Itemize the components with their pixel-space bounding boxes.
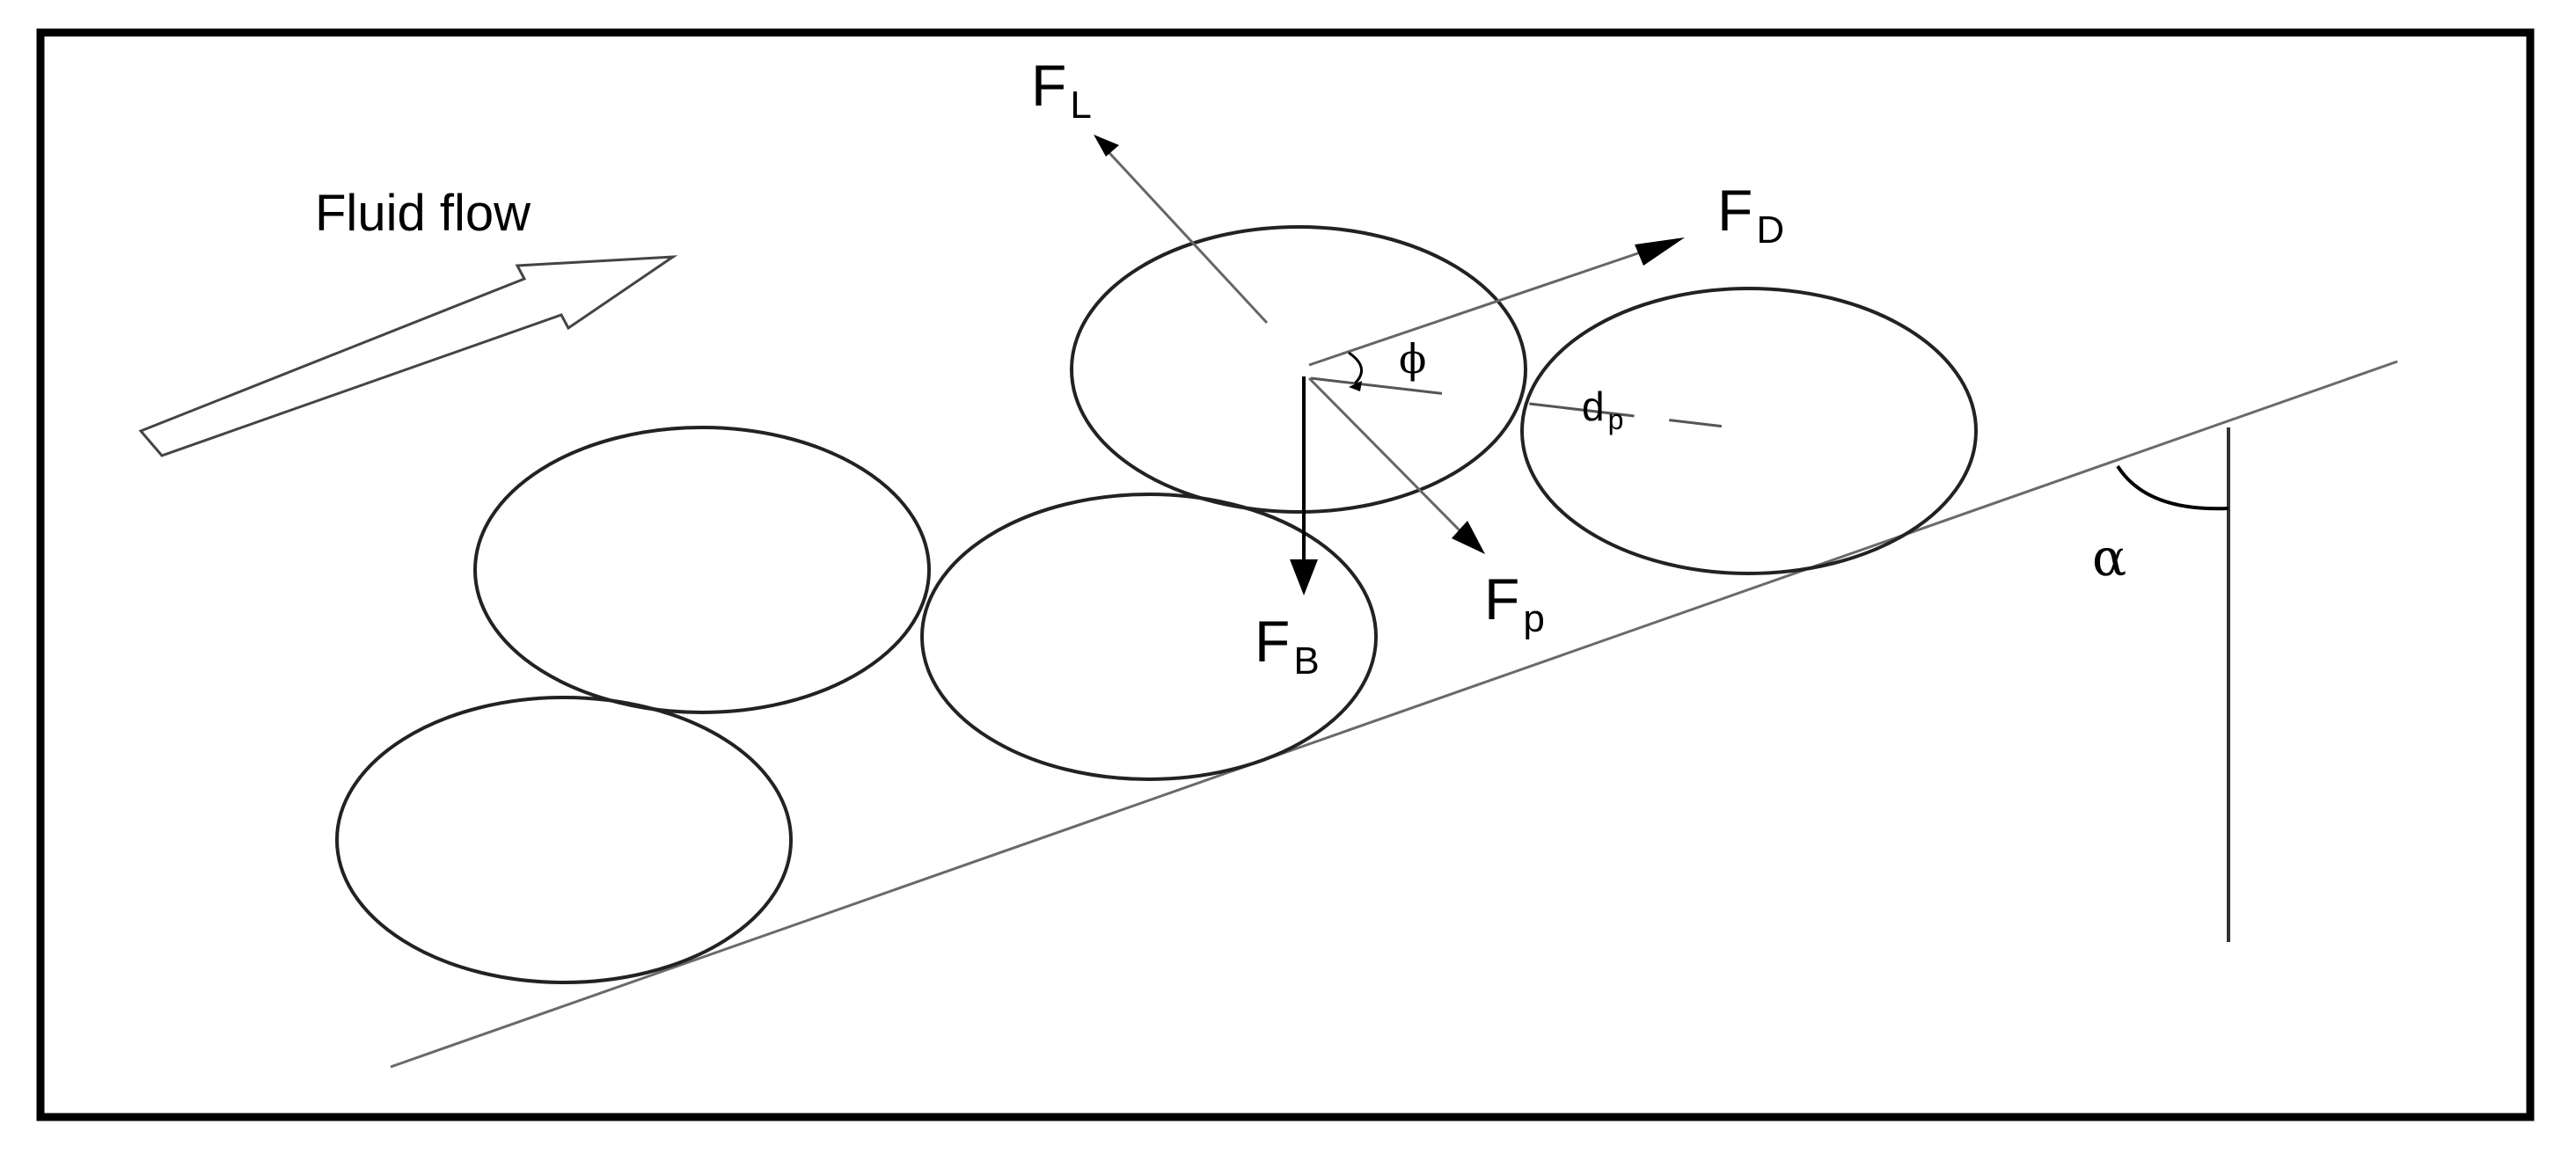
phi-angle-arrow xyxy=(1349,381,1362,391)
drag-force-subscript: D xyxy=(1756,208,1784,252)
alpha-angle-arc xyxy=(2116,464,2229,511)
particle-diameter-subscript: p xyxy=(1608,404,1624,435)
buoyancy-force-arrowhead xyxy=(1290,559,1318,595)
particle-diameter-symbol: d xyxy=(1582,383,1605,429)
phi-label: ϕ xyxy=(1399,335,1426,383)
pressure-force-label: Fp xyxy=(1484,566,1545,640)
lift-force-symbol: F xyxy=(1031,53,1066,118)
buoyancy-force-symbol: F xyxy=(1255,609,1290,674)
diagram-frame xyxy=(36,28,2535,1121)
drag-force-label: FD xyxy=(1717,178,1784,252)
particle-top xyxy=(1070,225,1527,514)
pressure-force-line xyxy=(1307,376,1464,535)
phi-angle-arc xyxy=(1348,351,1363,385)
buoyancy-force-subscript: B xyxy=(1293,639,1319,683)
drag-force-line xyxy=(1308,240,1672,367)
buoyancy-force-label: FB xyxy=(1255,609,1320,683)
fluid-flow-arrow xyxy=(138,255,678,457)
incline-line xyxy=(390,360,2398,1069)
pressure-force-symbol: F xyxy=(1484,566,1519,632)
lift-force-arrowhead xyxy=(1094,135,1119,157)
pressure-force-subscript: p xyxy=(1523,597,1544,640)
lift-force-subscript: L xyxy=(1070,84,1091,127)
drag-force-arrowhead xyxy=(1635,237,1685,266)
particle-right xyxy=(1520,287,1978,575)
pressure-force-arrowhead xyxy=(1452,521,1485,554)
drag-force-symbol: F xyxy=(1717,178,1753,243)
lift-force-line xyxy=(1098,141,1269,325)
particle-middle-left xyxy=(473,426,931,714)
particle-middle xyxy=(920,493,1378,781)
lift-force-label: FL xyxy=(1031,53,1092,127)
particle-bottom-left xyxy=(335,696,793,984)
particle-diameter-line xyxy=(1310,376,1763,433)
alpha-label: α xyxy=(2092,528,2126,588)
fluid-flow-label: Fluid flow xyxy=(315,185,531,242)
